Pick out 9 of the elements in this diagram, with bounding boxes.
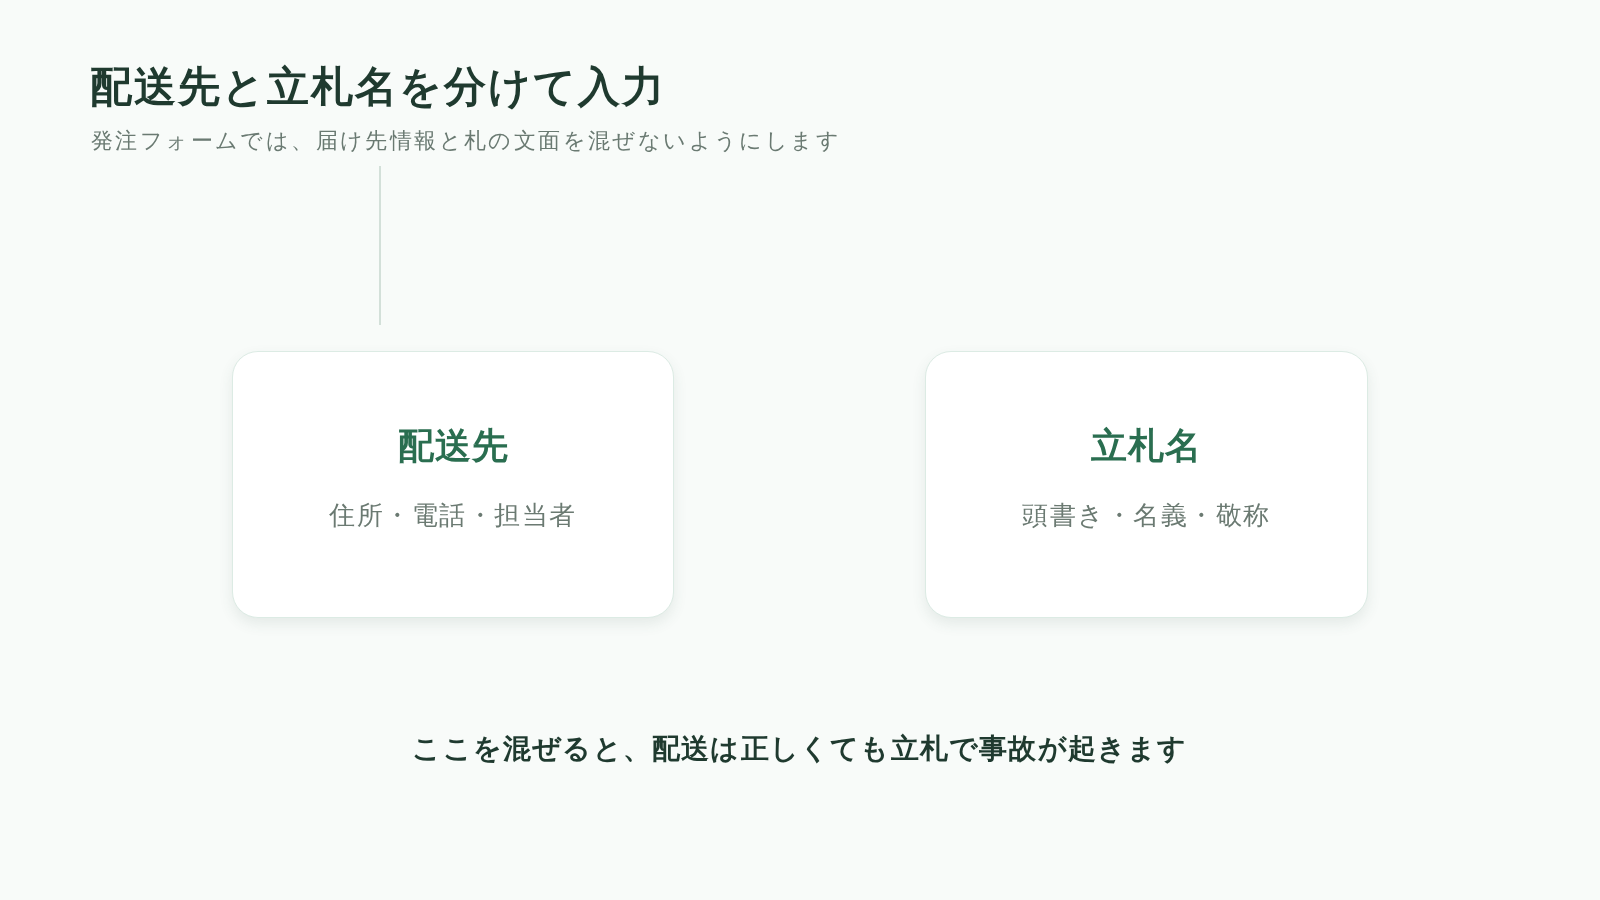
- note-text: ここを混ぜると、配送は正しくても立札で事故が起きます: [412, 732, 1188, 765]
- card-heading: 立札名: [1091, 425, 1202, 466]
- card: [925, 351, 1368, 618]
- card-text: 住所・電話・担当者: [329, 500, 577, 530]
- card-text: 頭書き・名義・敬称: [1022, 500, 1271, 530]
- card-heading: 配送先: [397, 425, 509, 466]
- title: 配送先と立札名を分けて入力: [90, 62, 666, 113]
- card: [232, 351, 674, 618]
- subtitle: 発注フォームでは、届け先情報と札の文面を混ぜないようにします: [91, 127, 841, 155]
